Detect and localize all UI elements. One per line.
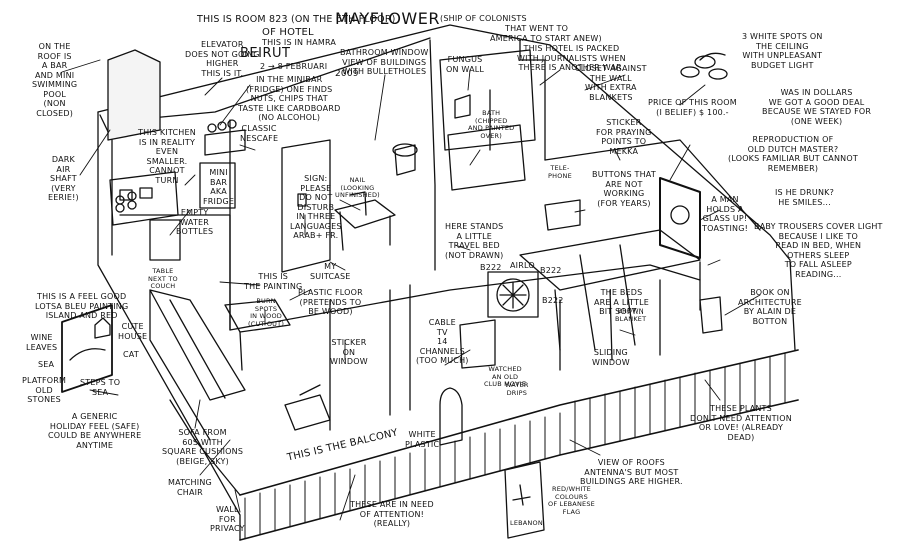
sofa: [149, 289, 246, 441]
ship-note: (SHIP OF COLONISTS: [440, 14, 527, 23]
nescafe-note: CLASSIC NESCAFE: [240, 124, 279, 143]
old-movie-note: WATCHED AN OLD CLUB MOVIE: [484, 365, 527, 388]
minibar-label: MINI BAR AKA FRIDGE: [203, 168, 235, 206]
nail-note: NAIL (LOOKING UNFINISHED): [335, 176, 380, 199]
plastic-floor-note: PLASTIC FLOOR (PRETENDS TO BE WOOD): [298, 288, 363, 316]
travel-bed-note: HERE STANDS A LITTLE TRAVEL BED (NOT DRA…: [445, 222, 504, 260]
telephone-note: TELE- PHONE: [548, 164, 572, 180]
man-glass-note: A MAN HOLDS A GLASS UP! TOASTING!: [702, 195, 749, 233]
beds-note: THE BEDS ARE A LITTLE BIT SOFT...: [594, 288, 650, 316]
dutch-master-note: REPRODUCTION OF OLD DUTCH MASTER? (LOOKS…: [728, 135, 858, 173]
sliding-window-note: SLIDING WINDOW: [592, 348, 630, 367]
dutch-painting: [659, 177, 701, 259]
hotel-name: MAYFLOWER: [335, 9, 440, 28]
ship-note-2: THAT WENT TO: [505, 24, 569, 33]
dates-label: 2 → 8 FEBRUARI: [260, 62, 328, 71]
lebanese-flag-sketch: [504, 461, 545, 539]
ceiling-lamp: [680, 52, 728, 80]
price-note: PRICE OF THIS ROOM (I BELIEF) $ 100.-: [648, 98, 737, 117]
television: [459, 319, 496, 369]
table-next-to-couch-note: TABLE NEXT TO COUCH: [148, 267, 178, 290]
mekka-sticker-note: STICKER FOR PRAYING POINTS TO MEKKA: [596, 118, 652, 156]
kitchen: [109, 119, 246, 261]
room-walls: [97, 24, 796, 541]
wall-for-privacy-note: WALL FOR PRIVACY: [210, 505, 245, 533]
telephone: [544, 199, 581, 231]
roof-note: ON THE ROOF IS A BAR AND MINI SWIMMING P…: [32, 42, 78, 118]
platform-note: PLATFORM OLD STONES: [22, 376, 67, 404]
bathroom-window-note: BATHROOM WINDOW VIEW OF BUILDINGS WITH B…: [340, 48, 429, 76]
pointer-lines: [61, 59, 761, 521]
dead-plants-note: THESE PLANTS DON'T NEED ATTENTION OR LOV…: [690, 404, 792, 442]
entrance-door: [281, 139, 331, 273]
closet-note: CLOSET AGAINST THE WALL WITH EXTRA BLANK…: [575, 64, 647, 102]
aircon-label-b222-c: B222: [542, 296, 564, 305]
bathroom: [392, 49, 536, 191]
painting-note: THIS IS THE PAINTING: [244, 272, 303, 291]
brown-blanket-note: BROWN BLANKET: [615, 307, 647, 323]
view-of-roofs-note: VIEW OF ROOFS ANTENNA'S BUT MOST BUILDIN…: [580, 458, 683, 486]
sea-note: SEA: [38, 360, 55, 369]
sliding-windows: [329, 279, 661, 431]
minibar-note: IN THE MINIBAR (FRIDGE) ONE FINDS NUTS, …: [238, 75, 341, 122]
sticker-window-note: STICKER ON WINDOW: [330, 338, 368, 366]
beirut-label: BEIRUT: [240, 46, 291, 61]
suitcase-note: MY SUITCASE: [310, 262, 351, 281]
book-note: BOOK ON ARCHITECTURE BY ALAIN DE BOTTON: [738, 288, 802, 326]
wine-leaves-note: WINE LEAVES: [26, 333, 58, 352]
desk: [334, 191, 396, 251]
empty-water-note: EMPTY WATER BOTTLES: [176, 208, 214, 236]
flag-colours-note: RED/WHITE COLOURS OF LEBANESE FLAG: [548, 485, 595, 516]
dead-plants: [699, 296, 723, 334]
air-shaft-note: DARK AIR SHAFT (VERY EERIE!): [48, 155, 79, 202]
kitchen-note: THIS KITCHEN IS IN REALITY EVEN SMALLER.…: [138, 128, 196, 185]
matching-chair-note: MATCHING CHAIR: [168, 478, 212, 497]
sofa-note: SOFA FROM 60s WITH SQUARE CUSHIONS (BEIG…: [162, 428, 244, 466]
burn-spots-note: BURN SPOTS IN WOOD (CUT OUT): [248, 297, 285, 328]
title-line-1: THIS IS ROOM 823 (ON THE 6th FLOOR): [197, 14, 396, 25]
privacy-wall: [169, 399, 241, 496]
feel-good-painting: [61, 304, 113, 393]
aircon-label-airlo: AIRLO: [510, 261, 535, 270]
aircon-label-b222-b: B222: [540, 266, 562, 275]
white-plastic-note: WHITE PLASTIC: [405, 430, 440, 449]
fungus-note: FUNGUS ON WALL: [446, 55, 485, 74]
cable-tv-note: CABLE TV 14 CHANNELS (TOO MUCH): [416, 318, 469, 365]
coffee-table: [224, 299, 291, 371]
sign-note: SIGN: PLEASE DO NOT DISTURB IN THREE LAN…: [290, 174, 342, 240]
armchair: [284, 384, 331, 431]
elevator-note: ELEVATOR DOES NOT GOING HIGHER THIS IS I…: [185, 40, 260, 78]
water-drips-note: WATER DRIPS: [505, 381, 529, 397]
white-plastic-chair: [439, 387, 463, 446]
journalists-note: THIS HOTEL IS PACKED WITH JOURNALISTS WH…: [517, 44, 626, 72]
cute-house-note: CUTE HOUSE: [118, 322, 148, 341]
air-conditioner: [487, 271, 539, 318]
hamra-note: THIS IS IN HAMRA: [262, 38, 337, 47]
cat-note: CAT: [123, 350, 139, 359]
year-label: 2009: [335, 69, 359, 79]
drunk-note: IS HE DRUNK? HE SMILES...: [775, 188, 835, 207]
buttons-note: BUTTONS THAT ARE NOT WORKING (FOR YEARS): [592, 170, 656, 208]
generic-holiday-note: A GENERIC HOLIDAY FEEL (SAFE) COULD BE A…: [48, 412, 142, 450]
attention-note: THESE ARE IN NEED OF ATTENTION! (REALLY): [350, 500, 434, 528]
baby-trousers-note: BABY TROUSERS COVER LIGHT BECAUSE I LIKE…: [754, 222, 883, 279]
bath-note: BATH (CHIPPED AND PAINTED OVER): [468, 109, 515, 140]
lebanon-label: LEBANON: [510, 519, 543, 527]
white-spots-note: 3 WHITE SPOTS ON THE CEILING WITH UNPLEA…: [742, 32, 823, 70]
ship-note-3: AMERICA TO START ANEW): [490, 34, 602, 43]
aircon-label-b222-a: B222: [480, 263, 502, 272]
title-of-hotel: OF HOTEL: [262, 27, 314, 38]
feel-good-painting-note: THIS IS A FEEL GOOD LOTSA BLEU PAINTING …: [35, 292, 129, 320]
dollars-note: WAS IN DOLLARS WE GOT A GOOD DEAL BECAUS…: [762, 88, 872, 126]
balcony-railing: [239, 349, 799, 541]
steps-to-sea-note: STEPS TO SEA: [80, 378, 121, 397]
